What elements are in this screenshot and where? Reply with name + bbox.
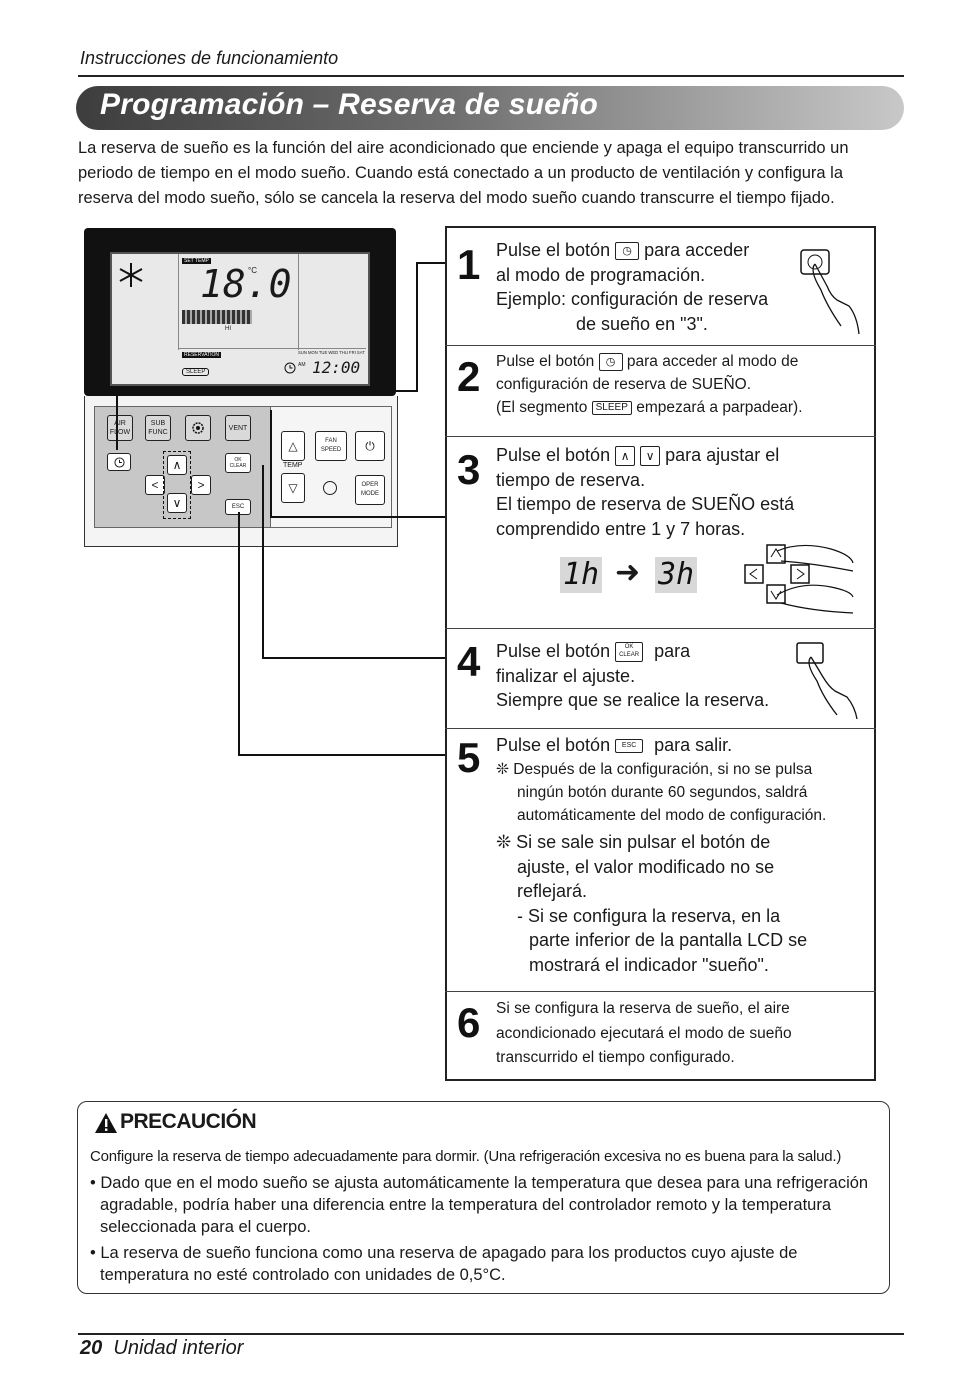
caution-box — [77, 1101, 890, 1294]
temp-down-button[interactable]: ▽ — [281, 473, 305, 503]
reservation-button[interactable] — [107, 453, 131, 471]
connector-line-1d — [116, 390, 118, 450]
remote-lcd: SET TEMP 18.0 °C HI RESERVATION SUN MON … — [110, 252, 370, 386]
function-button[interactable] — [185, 415, 211, 441]
page-number: 20 — [80, 1337, 103, 1359]
step-number: 1 — [457, 241, 481, 288]
arrow-right-icon: ➜ — [615, 556, 641, 589]
day-labels: SUN MON TUE WED THU FRI SAT — [298, 350, 365, 355]
highlight-dashed-box — [163, 451, 191, 519]
warning-icon — [95, 1113, 117, 1133]
step-2: 2 Pulse el botón ◷ para acceder al modo … — [445, 345, 876, 436]
caution-line: Configure la reserva de tiempo adecuadam… — [90, 1148, 842, 1165]
step-text: Pulse el botón ∧ ∨ para ajustar el tiemp… — [496, 445, 795, 539]
pressing-hand-icon — [800, 249, 860, 335]
connector-line-1h — [116, 390, 418, 392]
fan-level: HI — [225, 326, 231, 332]
step-text: Pulse el botón ◷ para acceder al modo de… — [496, 352, 803, 416]
gear-icon — [192, 422, 204, 434]
lcd-divider-h — [178, 348, 366, 349]
oper-mode-button[interactable]: OPER MODE — [355, 475, 385, 505]
footer-rule — [78, 1333, 904, 1335]
down-arrow-icon: ∨ — [640, 446, 661, 467]
step-note-2: ❊ Si se sale sin pulsar el botón de ajus… — [496, 832, 808, 975]
left-button[interactable]: < — [145, 475, 165, 495]
am-label: AM — [298, 362, 306, 368]
sub-func-button[interactable]: SUB FUNC — [145, 415, 171, 441]
power-button[interactable]: ⏻ — [355, 431, 385, 461]
snowflake-icon — [119, 263, 143, 287]
sleep-segment-icon: SLEEP — [591, 400, 632, 415]
connector-line-1 — [416, 262, 446, 264]
up-arrow-icon: ∧ — [615, 446, 636, 467]
header-rule — [78, 75, 904, 77]
clock-icon — [284, 362, 296, 374]
down-button[interactable]: ∨ — [167, 493, 187, 513]
set-temp-label: SET TEMP — [182, 258, 211, 264]
right-button[interactable]: > — [191, 475, 211, 495]
clock-icon — [113, 456, 125, 468]
step-number: 4 — [457, 638, 481, 685]
step-1: 1 Pulse el botón ◷ para acceder al modo … — [445, 226, 876, 345]
hands-pressing-arrows-icon — [744, 544, 854, 614]
step-number: 6 — [457, 999, 481, 1046]
sleep-segment: SLEEP — [182, 368, 210, 376]
lcd-divider — [298, 254, 299, 350]
lcd-to-value: 3h — [655, 557, 697, 593]
footer: 20 Unidad interior — [80, 1337, 243, 1360]
title-bar — [76, 86, 904, 130]
step-text: Si se configura la reserva de sueño, el … — [496, 1000, 792, 1066]
intro-paragraph: La reserva de sueño es la función del ai… — [78, 139, 849, 207]
up-button[interactable]: ∧ — [167, 455, 187, 475]
lcd-temperature: 18.0 — [200, 262, 292, 306]
running-header: Instrucciones de funcionamiento — [80, 48, 339, 68]
step-text: Pulse el botón ESC para salir. — [496, 735, 733, 755]
connector-line-4v — [262, 465, 264, 659]
step-text: Pulse el botón OK CLEAR para finalizar e… — [496, 641, 770, 710]
fan-bar — [182, 310, 252, 324]
temp-up-button[interactable]: △ — [281, 431, 305, 461]
remote-right-panel: △ ▽ TEMP FAN SPEED ⏻ OPER MODE — [270, 406, 392, 528]
pressing-hand-icon — [796, 642, 858, 720]
ok-clear-icon: OK CLEAR — [615, 642, 644, 663]
footer-label: Unidad interior — [113, 1337, 244, 1359]
clock-icon: ◷ — [598, 352, 623, 371]
step-5: 5 Pulse el botón ESC para salir. ❊ Despu… — [445, 728, 876, 991]
vent-button[interactable]: VENT — [225, 415, 251, 441]
lcd-time: 12:00 — [312, 358, 361, 377]
caution-bullet-2: • La reserva de sueño funciona como una … — [90, 1244, 798, 1284]
ok-clear-button[interactable]: OK CLEAR — [225, 453, 251, 473]
page-title: Programación – Reserva de sueño — [100, 88, 599, 121]
connector-line-4 — [262, 657, 446, 659]
remote-left-panel: AIR FLOW SUB FUNC VENT ∧ < > ∨ OK CLEAR … — [94, 406, 272, 528]
steps-box — [445, 226, 876, 1081]
lcd-from-value: 1h — [560, 557, 602, 593]
step-text: Pulse el botón ◷ para acceder al modo de… — [496, 240, 769, 334]
clock-icon: ◷ — [615, 242, 640, 261]
fan-speed-button[interactable]: FAN SPEED — [315, 431, 347, 461]
lcd-divider-v — [178, 254, 179, 350]
reservation-label: RESERVATION — [182, 352, 222, 358]
connector-line-3 — [270, 516, 446, 518]
step-note-1: ❊ Después de la configuración, si no se … — [496, 761, 827, 824]
esc-icon: ESC — [615, 739, 644, 754]
caution-bullet-1: • Dado que en el modo sueño se ajusta au… — [90, 1174, 869, 1236]
step-3: 3 Pulse el botón ∧ ∨ para ajustar el tie… — [445, 436, 876, 628]
connector-line-1v — [416, 262, 418, 390]
connector-line-3v — [270, 410, 272, 518]
step-number: 3 — [457, 446, 481, 493]
indicator-led — [323, 481, 337, 495]
connector-line-5 — [238, 754, 446, 756]
temp-label: TEMP — [283, 462, 303, 469]
step-6: 6 Si se configura la reserva de sueño, e… — [445, 991, 876, 1081]
connector-line-5v — [238, 512, 240, 756]
step-number: 5 — [457, 734, 481, 781]
lcd-unit: °C — [248, 266, 257, 275]
step-4: 4 Pulse el botón OK CLEAR para finalizar… — [445, 628, 876, 728]
caution-title: PRECAUCIÓN — [120, 1110, 257, 1133]
step-number: 2 — [457, 353, 481, 400]
air-flow-button[interactable]: AIR FLOW — [107, 415, 133, 441]
